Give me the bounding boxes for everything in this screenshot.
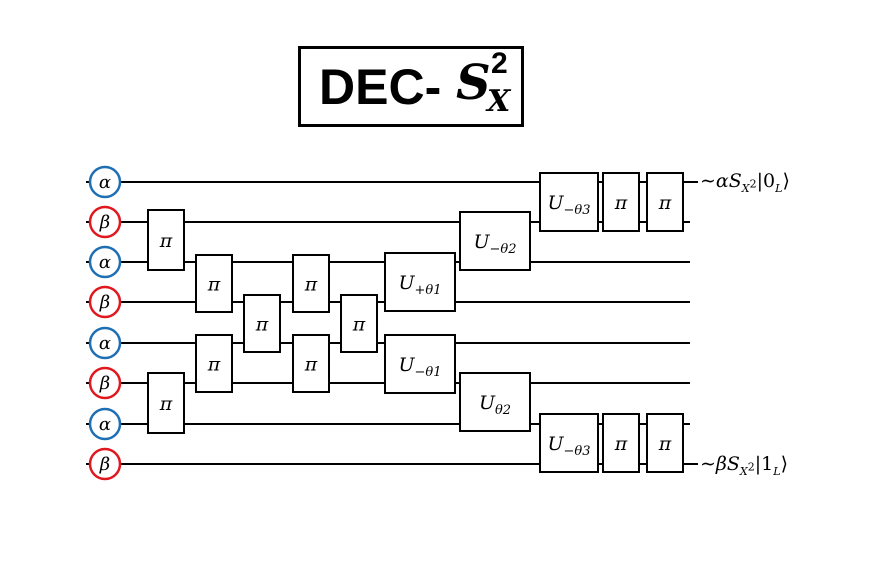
- gate-label: π: [658, 192, 672, 214]
- gate-label: π: [304, 274, 318, 296]
- pi-gate: π: [602, 172, 640, 232]
- unitary-gate: Uθ2: [459, 372, 531, 432]
- output-top-sub: X: [741, 181, 750, 195]
- pi-gate: π: [340, 294, 378, 353]
- pi-gate: π: [646, 413, 684, 473]
- input-label: β: [99, 454, 110, 475]
- title-superscript: 2: [491, 47, 508, 80]
- pi-gate: π: [147, 372, 185, 434]
- output-top-ket-close: ⟩: [782, 170, 790, 192]
- input-state-beta: β: [88, 447, 122, 481]
- gate-label: π: [614, 192, 628, 214]
- pi-gate: π: [646, 172, 684, 232]
- title-subscript: X: [487, 84, 511, 119]
- input-state-alpha: α: [88, 326, 122, 360]
- input-state-alpha: α: [88, 407, 122, 441]
- input-state-alpha: α: [88, 165, 122, 199]
- pi-gate: π: [195, 334, 233, 393]
- output-label-bottom: ∼βSX2|1L⟩: [700, 453, 788, 478]
- unitary-gate: U−θ3: [539, 413, 599, 473]
- pi-gate: π: [243, 294, 281, 353]
- unitary-gate: U+θ1: [384, 252, 456, 312]
- output-top-prefix: ∼αS: [700, 170, 742, 192]
- gate-label: π: [304, 354, 318, 376]
- gate-label: π: [614, 433, 628, 455]
- output-label-top: ∼αSX2|0L⟩: [700, 170, 790, 195]
- output-bottom-sup: 2: [747, 460, 755, 474]
- output-top-ket: |0: [756, 170, 776, 192]
- gate-label: π: [159, 393, 173, 415]
- unitary-gate: U−θ3: [539, 172, 599, 232]
- gate-label: π: [207, 354, 221, 376]
- input-label: β: [99, 212, 110, 233]
- input-state-beta: β: [88, 366, 122, 400]
- gate-label: U−θ3: [547, 192, 590, 218]
- title-symbol: S: [456, 55, 491, 111]
- pi-gate: π: [292, 334, 330, 393]
- output-top-ket-sub: L: [775, 181, 783, 195]
- gate-label: π: [207, 274, 221, 296]
- output-bottom-prefix: ∼βS: [700, 453, 740, 475]
- input-state-alpha: α: [88, 245, 122, 279]
- output-top-sup: 2: [749, 177, 757, 191]
- input-label: β: [99, 292, 110, 313]
- gate-label: π: [658, 433, 672, 455]
- gate-label: π: [352, 314, 366, 336]
- output-bottom-ket: |1: [754, 453, 774, 475]
- unitary-gate: U−θ1: [384, 334, 456, 394]
- output-bottom-ket-close: ⟩: [780, 453, 788, 475]
- title-prefix: DEC-: [319, 59, 442, 115]
- input-label: α: [99, 172, 111, 193]
- input-label: β: [99, 373, 110, 394]
- gate-label: π: [159, 230, 173, 252]
- unitary-gate: U−θ2: [459, 211, 531, 271]
- pi-gate: π: [602, 413, 640, 473]
- output-bottom-ket-sub: L: [773, 464, 781, 478]
- pi-gate: π: [195, 254, 233, 313]
- title-box: DEC- S 2 X: [298, 46, 524, 127]
- input-label: α: [99, 414, 111, 435]
- pi-gate: π: [292, 254, 330, 313]
- input-state-beta: β: [88, 205, 122, 239]
- gate-label: π: [255, 314, 269, 336]
- input-label: α: [99, 333, 111, 354]
- input-label: α: [99, 252, 111, 273]
- input-state-beta: β: [88, 285, 122, 319]
- pi-gate: π: [147, 209, 185, 271]
- output-bottom-sub: X: [739, 464, 748, 478]
